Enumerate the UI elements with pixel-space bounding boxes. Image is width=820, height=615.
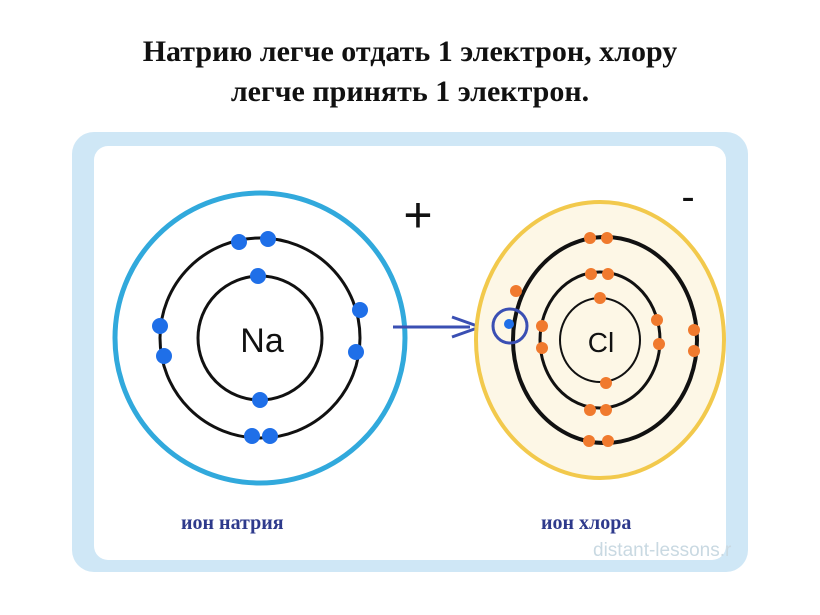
sodium-ion-boundary [112, 190, 408, 486]
title-line-2: легче принять 1 электрон. [230, 75, 590, 108]
chlorine-electron [651, 314, 663, 326]
sodium-electron [252, 392, 268, 408]
chlorine-electron [602, 435, 614, 447]
page-title: Натрию легче отдать 1 электрон, хлору ле… [0, 32, 820, 112]
sodium-symbol: Na [240, 322, 284, 360]
sodium-charge: + [403, 187, 432, 243]
chlorine-charge: - [681, 175, 694, 219]
chlorine-electron [584, 232, 596, 244]
sodium-electron [250, 268, 266, 284]
watermark: distant-lessons.r [593, 540, 732, 561]
chlorine-ion: Cl - [474, 175, 726, 480]
chlorine-electron [602, 268, 614, 280]
chlorine-electron [510, 285, 522, 297]
sodium-electron [348, 344, 364, 360]
sodium-electron [152, 318, 168, 334]
sodium-electron [231, 234, 247, 250]
sodium-electron [260, 231, 276, 247]
chlorine-electron [688, 324, 700, 336]
sodium-electrons [152, 231, 368, 444]
chlorine-electrons [510, 232, 700, 447]
sodium-electron [156, 348, 172, 364]
chlorine-electron [594, 292, 606, 304]
chlorine-electron [536, 320, 548, 332]
chlorine-electron [601, 232, 613, 244]
chlorine-electron [585, 268, 597, 280]
chlorine-electron [600, 377, 612, 389]
chlorine-electron [653, 338, 665, 350]
sodium-electron [262, 428, 278, 444]
gained-electron-highlight [491, 307, 529, 345]
gained-electron [504, 319, 514, 329]
sodium-outer-shell [158, 236, 362, 440]
chlorine-electron [600, 404, 612, 416]
chlorine-electron [536, 342, 548, 354]
chlorine-electron [688, 345, 700, 357]
chlorine-symbol: Cl [588, 327, 614, 358]
chlorine-electron [584, 404, 596, 416]
sodium-ion: Na + [112, 187, 433, 486]
sodium-electron [244, 428, 260, 444]
sodium-ion-caption: ион натрия [181, 512, 284, 534]
chlorine-ion-caption: ион хлора [541, 512, 632, 534]
title-line-1: Натрию легче отдать 1 электрон, хлору [142, 35, 678, 68]
chlorine-electron [583, 435, 595, 447]
sodium-electron [352, 302, 368, 318]
